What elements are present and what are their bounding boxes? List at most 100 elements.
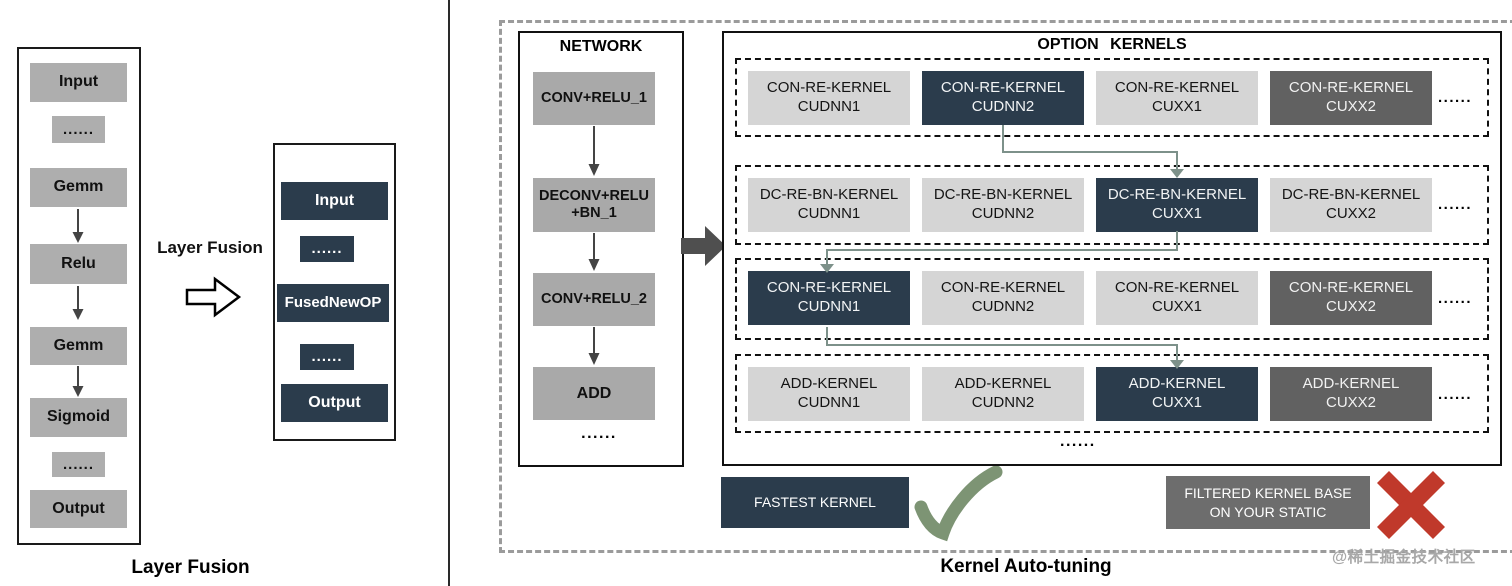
kernel-name: CON-RE-KERNEL	[940, 79, 1066, 97]
kernel-name: ADD-KERNEL	[1302, 375, 1400, 393]
layer-label: +BN_1	[571, 205, 617, 221]
op-label: ......	[62, 120, 94, 138]
layer-label: CONV+RELU_1	[541, 89, 647, 106]
op-label: FusedNewOP	[284, 294, 382, 312]
option-kernels-title: OPTION KERNELS	[1037, 36, 1187, 53]
kernel-tuning-caption: Kernel Auto-tuning	[940, 556, 1112, 577]
layer-fusion-arrow-icon	[185, 276, 242, 318]
op-label: Input	[58, 73, 99, 91]
layer-fusion-caption: Layer Fusion	[131, 557, 250, 578]
op-node-ellipsis: ......	[52, 116, 105, 143]
kernel-name: ADD-KERNEL	[954, 375, 1052, 393]
kernel-backend: CUDNN1	[797, 298, 861, 315]
fastest-kernel-legend: FASTEST KERNEL	[721, 477, 909, 528]
kernel-name: DC-RE-BN-KERNEL	[933, 186, 1073, 204]
op-label: ......	[62, 455, 94, 473]
fastest-kernel-label: FASTEST KERNEL	[754, 494, 876, 511]
op-label: Sigmoid	[46, 408, 111, 426]
filtered-kernel-label-line1: FILTERED KERNEL BASE	[1184, 485, 1352, 502]
op-label: Gemm	[53, 336, 104, 354]
kernel-name: DC-RE-BN-KERNEL	[759, 186, 899, 204]
fused-node-ellipsis: ......	[300, 236, 354, 262]
kernel-backend: CUDNN1	[797, 205, 861, 222]
network-layer: CONV+RELU_2	[533, 273, 655, 326]
kernel-name: CON-RE-KERNEL	[1288, 79, 1414, 97]
kernel-backend: CUDNN2	[971, 205, 1035, 222]
cross-icon	[1376, 470, 1446, 540]
kernel-backend: CUXX2	[1325, 205, 1377, 222]
network-layer: DECONV+RELU +BN_1	[533, 178, 655, 232]
op-node-gemm: Gemm	[30, 168, 127, 207]
kernel-backend: CUXX1	[1151, 98, 1203, 115]
kernel-name: ADD-KERNEL	[1128, 375, 1226, 393]
layer-label: CONV+RELU_2	[541, 290, 647, 307]
options-more-dots: ......	[1060, 433, 1096, 450]
row-more-dots: ......	[1438, 89, 1473, 106]
op-label: Output	[308, 393, 361, 411]
kernel-name: DC-RE-BN-KERNEL	[1281, 186, 1421, 204]
kernel-backend: CUDNN2	[971, 98, 1035, 115]
kernel-backend: CUXX1	[1151, 298, 1203, 315]
op-label: Output	[52, 499, 105, 517]
kernel-backend: CUXX2	[1325, 298, 1377, 315]
layer-label: DECONV+RELU	[539, 187, 649, 204]
kernel-name: CON-RE-KERNEL	[1288, 279, 1414, 297]
network-layer: CONV+RELU_1	[533, 72, 655, 125]
filtered-kernel-legend: FILTERED KERNEL BASE ON YOUR STATIC	[1166, 476, 1370, 529]
kernel-backend: CUXX2	[1325, 394, 1377, 411]
fused-node-fusednewop: FusedNewOP	[277, 284, 389, 322]
kernel-backend: CUXX1	[1151, 394, 1203, 411]
row-more-dots: ......	[1438, 196, 1473, 213]
kernel-backend: CUDNN2	[971, 394, 1035, 411]
op-node-relu: Relu	[30, 244, 127, 284]
layer-fusion-arrow-label: Layer Fusion	[157, 238, 263, 257]
down-arrow-icon	[588, 327, 600, 365]
network-more-dots: ......	[581, 425, 617, 442]
down-arrow-icon	[588, 233, 600, 271]
fused-node-input: Input	[281, 182, 388, 220]
op-label: ......	[311, 348, 343, 366]
kernel-name: DC-RE-BN-KERNEL	[1107, 186, 1247, 204]
flow-arrow-icon	[681, 226, 726, 266]
kernel-name: CON-RE-KERNEL	[1114, 79, 1240, 97]
kernel-backend: CUDNN2	[971, 298, 1035, 315]
check-icon	[914, 466, 1003, 542]
down-arrow-icon	[588, 126, 600, 176]
op-label: Relu	[61, 254, 96, 272]
network-title: NETWORK	[559, 38, 643, 55]
kernel-backend: CUXX2	[1325, 98, 1377, 115]
op-node-input: Input	[30, 63, 127, 102]
network-layer: ADD	[533, 367, 655, 420]
op-node-sigmoid: Sigmoid	[30, 398, 127, 437]
kernel-name: ADD-KERNEL	[780, 375, 878, 393]
op-label: Gemm	[53, 178, 104, 196]
kernel-backend: CUDNN1	[797, 98, 861, 115]
kernel-backend: CUXX1	[1151, 205, 1203, 222]
down-arrow-icon	[72, 209, 84, 243]
kernel-name: CON-RE-KERNEL	[766, 279, 892, 297]
kernel-name: CON-RE-KERNEL	[1114, 279, 1240, 297]
layer-label: ADD	[576, 384, 612, 402]
op-label: Input	[314, 191, 355, 209]
down-arrow-icon	[72, 286, 84, 320]
op-node-gemm2: Gemm	[30, 327, 127, 365]
watermark: @稀土掘金技术社区	[1332, 549, 1476, 566]
kernel-name: CON-RE-KERNEL	[940, 279, 1066, 297]
row-more-dots: ......	[1438, 290, 1473, 307]
